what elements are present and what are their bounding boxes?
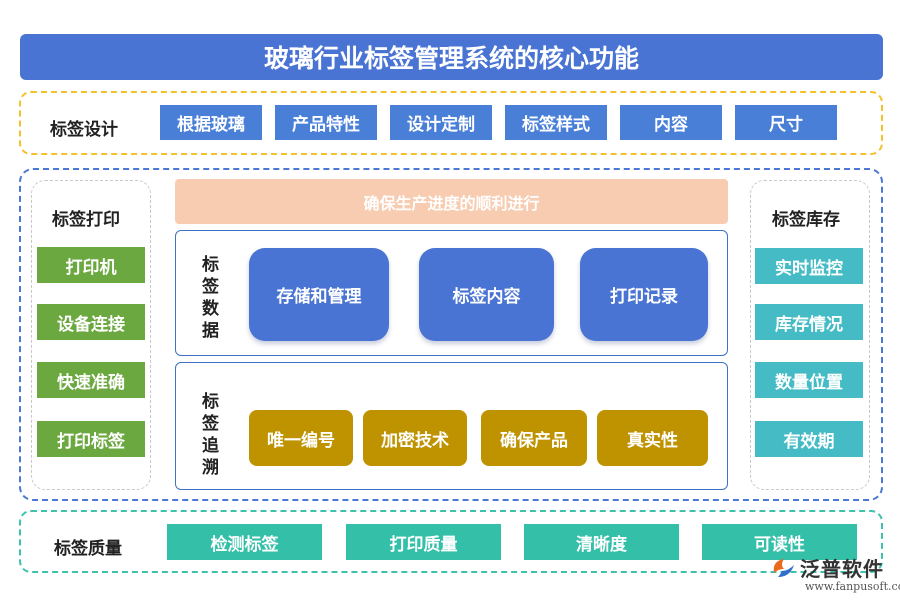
inventory-item-status: 库存情况 [755,304,863,340]
quality-section-label: 标签质量 [54,539,122,559]
label-trace-title-char: 标 [202,392,219,412]
print-item-print-label: 打印标签 [37,421,145,457]
trace-item-unique-id: 唯一编号 [249,410,353,466]
data-item-content: 标签内容 [419,248,554,341]
print-item-printer: 打印机 [37,247,145,283]
center-banner: 确保生产进度的顺利进行 [175,179,728,224]
brand-url: www.fanpusoft.com [805,580,900,593]
quality-item-inspect: 检测标签 [167,524,322,560]
quality-item-print-quality: 打印质量 [346,524,501,560]
fanpu-logo-icon [773,559,794,577]
label-data-title-char: 据 [202,321,219,341]
trace-item-authenticity: 真实性 [597,410,708,466]
label-data-title-char: 标 [202,255,219,275]
data-item-storage: 存储和管理 [249,248,389,341]
quality-item-readability: 可读性 [702,524,857,560]
design-item-size: 尺寸 [735,105,837,140]
design-item-product-features: 产品特性 [275,105,377,140]
label-data-title-char: 数 [202,299,219,319]
print-panel-label: 标签打印 [52,210,120,230]
design-item-glass: 根据玻璃 [160,105,262,140]
inventory-item-quantity-location: 数量位置 [755,362,863,398]
inventory-item-monitor: 实时监控 [755,248,863,284]
label-trace-title-char: 追 [202,436,219,456]
label-trace-title: 标 签 追 溯 [202,391,224,479]
trace-item-encryption: 加密技术 [363,410,467,466]
print-panel [31,180,151,490]
label-data-title: 标 签 数 据 [202,254,224,342]
print-item-fast-accurate: 快速准确 [37,362,145,398]
quality-section-frame [19,510,883,573]
design-item-content: 内容 [620,105,722,140]
core-section-frame [19,168,883,501]
label-data-title-char: 签 [202,277,219,297]
print-item-device-connect: 设备连接 [37,304,145,340]
data-item-print-records: 打印记录 [580,248,708,341]
design-section-frame [19,91,883,155]
page-title: 玻璃行业标签管理系统的核心功能 [20,34,883,80]
design-item-style: 标签样式 [505,105,607,140]
quality-item-clarity: 清晰度 [524,524,679,560]
design-section-label: 标签设计 [50,120,118,140]
inventory-item-expiry: 有效期 [755,421,863,457]
label-trace-title-char: 溯 [202,458,219,478]
inventory-panel-label: 标签库存 [772,210,840,230]
inventory-panel [750,180,870,490]
brand-name: 泛普软件 [800,557,884,581]
design-item-custom: 设计定制 [390,105,492,140]
trace-item-ensure-product: 确保产品 [481,410,587,466]
label-trace-title-char: 签 [202,414,219,434]
